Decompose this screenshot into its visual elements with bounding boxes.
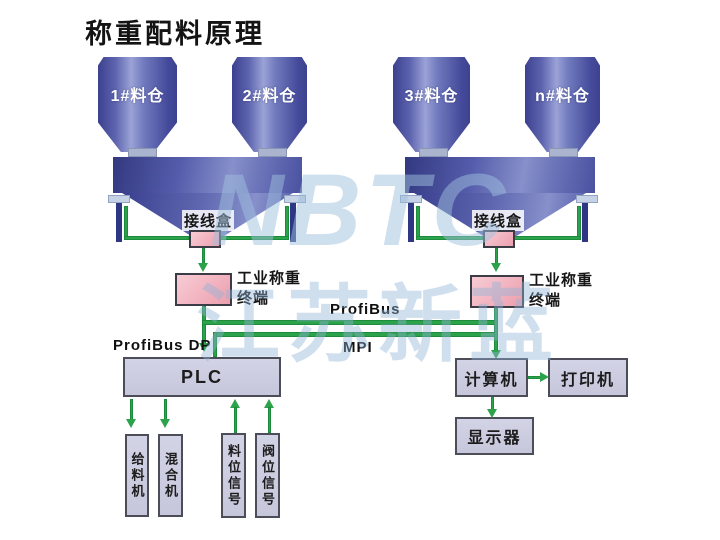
load-cell-cable bbox=[416, 236, 483, 240]
mpi-line bbox=[213, 332, 498, 337]
arrowhead-down bbox=[487, 409, 497, 418]
silo-1-spout bbox=[128, 148, 157, 157]
arrowhead-down bbox=[198, 263, 208, 272]
load-cell-cable bbox=[416, 206, 420, 240]
mpi-label: MPI bbox=[343, 339, 373, 356]
silo-n-spout bbox=[549, 148, 578, 157]
arrowhead-down bbox=[160, 419, 170, 428]
load-cell-right-1 bbox=[400, 195, 422, 203]
profibus-label: ProfiBus bbox=[330, 301, 401, 318]
valve-signal-label: 阀位信号 bbox=[260, 443, 275, 508]
arrowhead-down bbox=[126, 419, 136, 428]
arrowhead-up bbox=[230, 399, 240, 408]
silo-1: 1#料仓 bbox=[98, 57, 177, 152]
load-cell-cable bbox=[285, 206, 289, 240]
load-cell-right-2 bbox=[576, 195, 598, 203]
junction-box-left bbox=[189, 230, 221, 248]
level-signal-to-plc-line bbox=[234, 407, 237, 433]
page-title: 称重配料原理 bbox=[85, 19, 265, 49]
weighing-terminal-right-label: 工业称重 终端 bbox=[529, 271, 593, 311]
mixer-label: 混合机 bbox=[163, 451, 178, 500]
computer-to-display-line bbox=[491, 397, 494, 410]
junction-box-left-label: 接线盒 bbox=[182, 210, 235, 231]
terminal-label-line2: 终端 bbox=[529, 292, 562, 309]
load-cell-left-1 bbox=[108, 195, 130, 203]
silo-n-label: n#料仓 bbox=[535, 88, 590, 105]
silo-1-label: 1#料仓 bbox=[110, 88, 165, 105]
mixer-box: 混合机 bbox=[158, 434, 183, 517]
terminal-label-line2: 终端 bbox=[237, 290, 270, 307]
computer-to-printer-line bbox=[528, 376, 543, 379]
valve-signal-to-plc-line bbox=[268, 407, 271, 433]
plc-to-mixer-line bbox=[164, 399, 167, 421]
load-cell-cable bbox=[221, 236, 289, 240]
load-cell-cable bbox=[514, 236, 581, 240]
silo-3: 3#料仓 bbox=[393, 57, 470, 152]
computer-box: 计算机 bbox=[455, 358, 528, 397]
weigh-hopper-left-body bbox=[113, 157, 302, 193]
weighing-terminal-left-label: 工业称重 终端 bbox=[237, 269, 301, 309]
arrowhead-right bbox=[540, 372, 549, 382]
valve-signal-box: 阀位信号 bbox=[255, 433, 280, 518]
silo-3-spout bbox=[419, 148, 448, 157]
silo-n: n#料仓 bbox=[525, 57, 600, 152]
profibus-dp-label: ProfiBus DP bbox=[113, 337, 212, 354]
terminal-label-line1: 工业称重 bbox=[237, 270, 302, 287]
arrowhead-up bbox=[264, 399, 274, 408]
weigh-hopper-right-post-left bbox=[408, 202, 414, 242]
computer-label: 计算机 bbox=[464, 371, 519, 389]
silo-2: 2#料仓 bbox=[232, 57, 307, 152]
profibus-line bbox=[202, 320, 498, 325]
feeder-box: 给料机 bbox=[125, 434, 149, 517]
weigh-hopper-right-body bbox=[405, 157, 595, 193]
terminal-right-drop-line bbox=[494, 308, 498, 352]
plc-label: PLC bbox=[181, 366, 223, 387]
mpi-drop-to-plc bbox=[213, 332, 217, 357]
printer-label: 打印机 bbox=[560, 371, 615, 389]
arrowhead-down bbox=[199, 343, 209, 352]
level-signal-label: 料位信号 bbox=[226, 443, 241, 508]
cable-junction-to-terminal-right bbox=[495, 248, 498, 265]
silo-2-spout bbox=[258, 148, 287, 157]
junction-box-right-label: 接线盒 bbox=[472, 210, 525, 231]
silo-3-label: 3#料仓 bbox=[404, 88, 459, 105]
level-signal-box: 料位信号 bbox=[221, 433, 246, 518]
silo-2-label: 2#料仓 bbox=[242, 88, 297, 105]
display-label: 显示器 bbox=[467, 430, 522, 447]
load-cell-left-2 bbox=[284, 195, 306, 203]
display-box: 显示器 bbox=[455, 417, 534, 455]
cable-junction-to-terminal-left bbox=[202, 248, 205, 265]
weighing-terminal-left bbox=[175, 273, 232, 306]
weigh-hopper-left-post-left bbox=[116, 202, 122, 242]
weigh-hopper-right-post-right bbox=[582, 202, 588, 242]
terminal-label-line1: 工业称重 bbox=[529, 272, 594, 289]
printer-box: 打印机 bbox=[548, 358, 628, 397]
plc-box: PLC bbox=[123, 357, 281, 397]
weighing-terminal-right bbox=[470, 275, 524, 308]
plc-to-feeder-line bbox=[130, 399, 133, 421]
load-cell-cable bbox=[124, 206, 128, 240]
feeder-label: 给料机 bbox=[129, 451, 145, 500]
weigh-hopper-left-post-right bbox=[290, 202, 296, 242]
arrowhead-down bbox=[491, 350, 501, 359]
arrowhead-down bbox=[491, 263, 501, 272]
junction-box-right bbox=[483, 230, 515, 248]
load-cell-cable bbox=[124, 236, 189, 240]
profibus-dp-line bbox=[202, 306, 206, 344]
load-cell-cable bbox=[577, 206, 581, 240]
